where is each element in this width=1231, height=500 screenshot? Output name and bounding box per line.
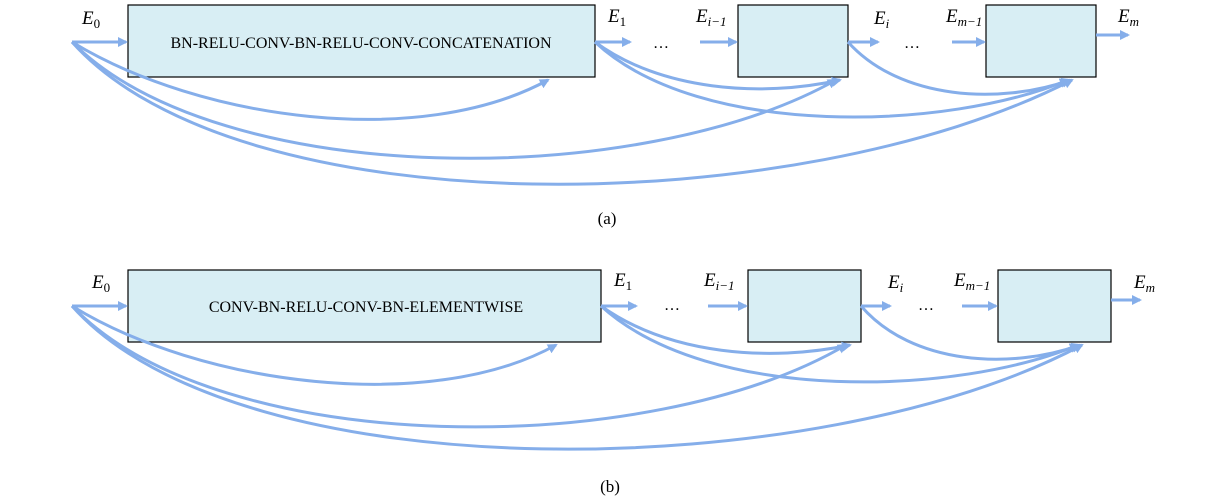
label-em: Em bbox=[1117, 6, 1139, 29]
block-i bbox=[747, 269, 862, 343]
ellipsis-1: … bbox=[664, 297, 680, 314]
ellipsis-2: … bbox=[918, 297, 934, 314]
panel-a: BN-RELU-CONV-BN-RELU-CONV-CONCATENATION … bbox=[70, 4, 1139, 228]
panel-b: CONV-BN-RELU-CONV-BN-ELEMENTWISE E0 E1 …… bbox=[70, 269, 1155, 496]
skip-ei-to-block-m bbox=[859, 305, 1082, 361]
block-1-label: CONV-BN-RELU-CONV-BN-ELEMENTWISE bbox=[209, 299, 523, 316]
skip-e1-to-block-m bbox=[593, 40, 1070, 119]
skip-e0-to-block1-output bbox=[71, 40, 550, 121]
skip-e0-to-block-i bbox=[70, 40, 838, 160]
label-ei: Ei bbox=[873, 8, 890, 31]
skip-e0-to-block-i bbox=[70, 304, 848, 429]
ellipsis-1: … bbox=[653, 35, 669, 52]
caption-a: (a) bbox=[598, 209, 617, 228]
label-em-minus-1: Em−1 bbox=[953, 270, 990, 293]
block-i bbox=[737, 4, 849, 78]
skip-e1-to-block-m bbox=[599, 304, 1080, 384]
skip-e0-to-block1-output bbox=[71, 304, 558, 386]
block-1 bbox=[127, 269, 602, 343]
label-e0: E0 bbox=[91, 272, 110, 295]
label-em: Em bbox=[1133, 272, 1155, 295]
label-e1: E1 bbox=[607, 6, 626, 29]
label-e0: E0 bbox=[81, 8, 100, 31]
label-ei-minus-1: Ei−1 bbox=[695, 6, 727, 29]
block-1-label: BN-RELU-CONV-BN-RELU-CONV-CONCATENATION bbox=[170, 35, 551, 52]
ellipsis-2: … bbox=[904, 35, 920, 52]
skip-ei-to-block-m bbox=[846, 40, 1072, 96]
skip-e1-to-block-i bbox=[594, 40, 842, 91]
block-m bbox=[985, 4, 1097, 78]
label-e1: E1 bbox=[613, 270, 632, 293]
label-ei-minus-1: Ei−1 bbox=[703, 270, 735, 293]
block-m bbox=[997, 269, 1112, 343]
label-ei: Ei bbox=[887, 272, 904, 295]
skip-e0-to-block-m bbox=[70, 40, 1074, 186]
block-1 bbox=[127, 4, 596, 78]
skip-e0-to-block-m bbox=[70, 305, 1084, 451]
caption-b: (b) bbox=[600, 477, 620, 496]
skip-e1-to-block-i bbox=[600, 304, 852, 355]
label-em-minus-1: Em−1 bbox=[945, 6, 982, 29]
